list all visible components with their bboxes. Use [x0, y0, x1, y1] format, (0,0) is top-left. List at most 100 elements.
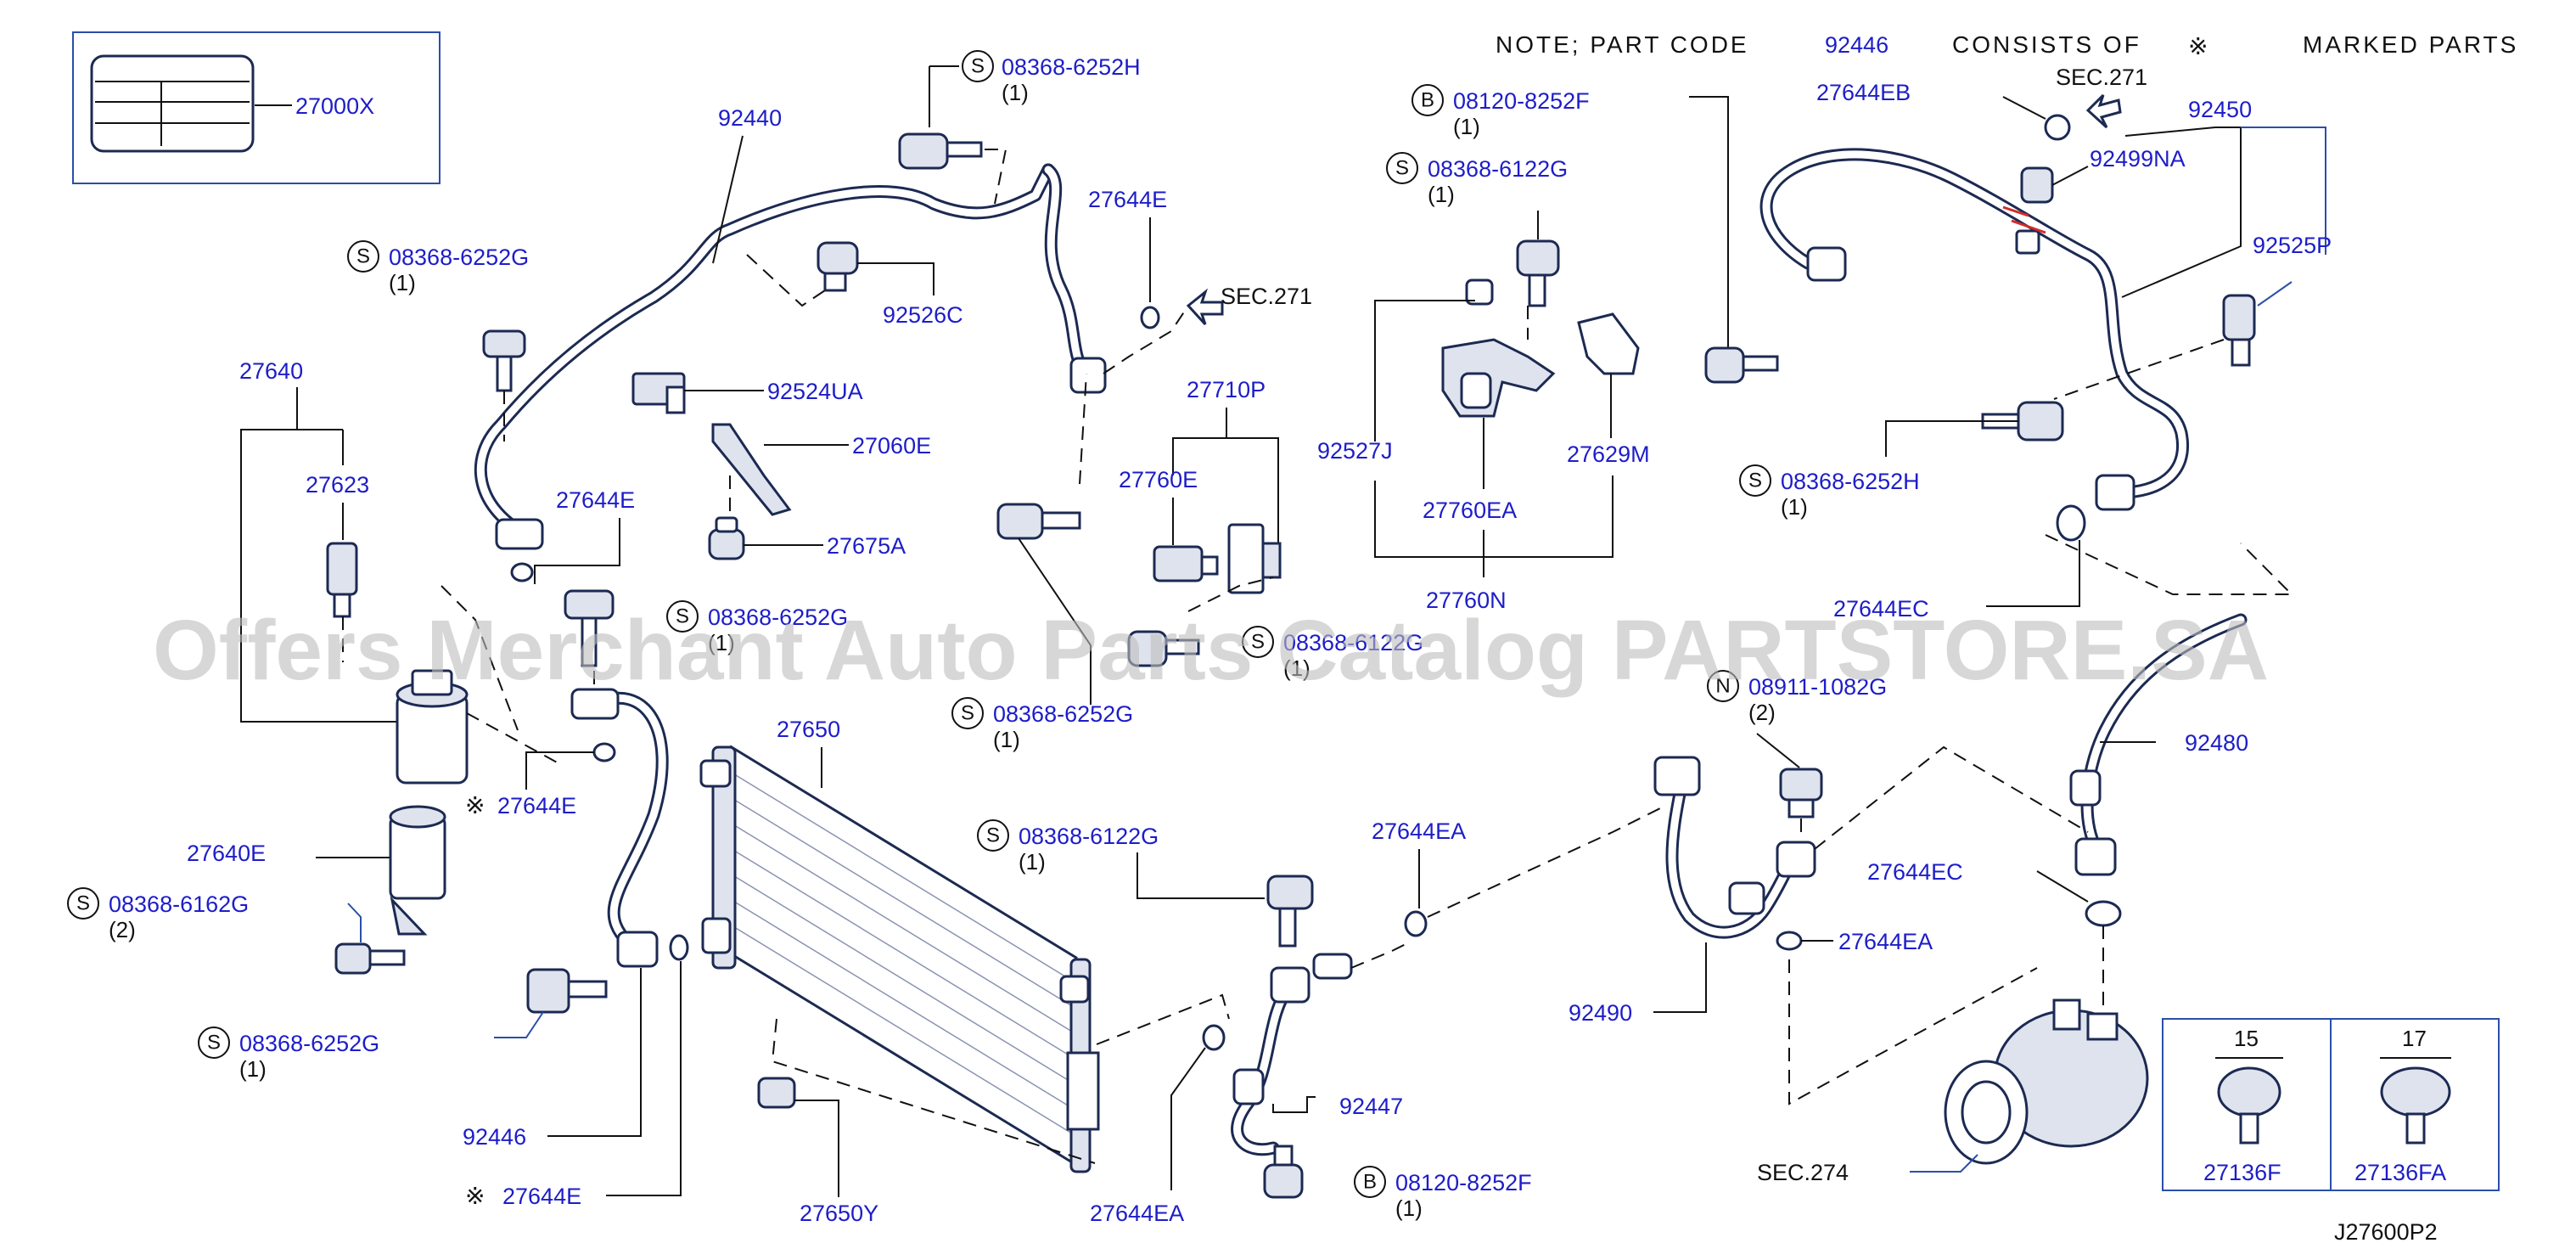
bolt-icon [996, 503, 1081, 540]
sec-274[interactable]: SEC.274 [1757, 1160, 1849, 1185]
part-27136f[interactable]: 27136F [2203, 1160, 2281, 1185]
condenser-27650: 27650 27650Y [699, 717, 1100, 1226]
nut-icon [1779, 768, 1823, 818]
dim-17: 17 [2402, 1026, 2427, 1051]
part-27760e[interactable]: 27760E [1119, 467, 1198, 492]
bracket-clip-icon [631, 372, 686, 414]
ref-circle-s-icon [1242, 626, 1274, 658]
part-27760ea[interactable]: 27760EA [1423, 498, 1517, 523]
bracket-icon [1227, 523, 1282, 594]
part-08368-6252g-d[interactable]: 08368-6252G [993, 701, 1133, 727]
part-27644ea-b[interactable]: 27644EA [1090, 1201, 1184, 1226]
part-92447[interactable]: 92447 [1339, 1094, 1403, 1119]
part-27650y[interactable]: 27650Y [800, 1201, 878, 1226]
part-27644eb[interactable]: 27644EB [1816, 80, 1911, 105]
part-27644ea-c[interactable]: 27644EA [1838, 929, 1933, 954]
qty: (1) [1428, 182, 1455, 207]
o-ring-icon [2056, 504, 2086, 542]
part-08368-6122g-b[interactable]: 08368-6122G [1019, 824, 1159, 849]
part-27644e-b[interactable]: 27644E [556, 487, 635, 513]
part-08368-6162g[interactable]: 08368-6162G [109, 892, 249, 917]
part-27629m[interactable]: 27629M [1567, 442, 1650, 467]
ref-prefix: B [1421, 89, 1434, 112]
part-27710p[interactable]: 27710P [1187, 377, 1266, 402]
hose-fitting-icon [2095, 474, 2135, 511]
part-27644e-mark2[interactable]: 27644E [502, 1184, 581, 1209]
ref-circle-b-icon [1411, 84, 1444, 116]
part-08368-6252h[interactable]: 08368-6252H [1002, 54, 1141, 80]
note-header: NOTE; PART CODE 92446 CONSISTS OF ※ MARK… [1496, 31, 2516, 60]
part-27136fa[interactable]: 27136FA [2354, 1160, 2446, 1185]
callout-92499na: 92499NA [2002, 146, 2186, 234]
part-92446[interactable]: 92446 [463, 1124, 526, 1150]
part-08368-6252h-b[interactable]: 08368-6252H [1781, 469, 1920, 494]
part-08368-6252g-b[interactable]: 08368-6252G [708, 605, 848, 630]
qty: (1) [708, 630, 735, 655]
connector-icon [1577, 312, 1640, 375]
compressor-sec274: SEC.274 [1757, 959, 2149, 1185]
part-92450[interactable]: 92450 [2188, 97, 2252, 122]
bolt-icon [334, 942, 406, 975]
qty: (1) [389, 270, 416, 295]
part-92480[interactable]: 92480 [2185, 730, 2248, 756]
part-92526c[interactable]: 92526C [883, 302, 963, 328]
part-08368-6122g-a[interactable]: 08368-6122G [1283, 630, 1423, 655]
part-27640e[interactable]: 27640E [187, 841, 266, 866]
dim-15: 15 [2234, 1026, 2259, 1051]
ref-circle-s-icon [1739, 464, 1771, 497]
part-92524ua[interactable]: 92524UA [767, 379, 863, 404]
o-ring-icon [1404, 910, 1428, 937]
callout-27644eb: 27644EB SEC.271 [1689, 65, 2147, 384]
part-27000x[interactable]: 27000X [295, 93, 374, 119]
part-27644e-a[interactable]: 27644E [1088, 187, 1167, 212]
warning-label-icon [90, 54, 255, 153]
part-08120-8252f-b[interactable]: 08120-8252F [1395, 1170, 1532, 1195]
part-92490[interactable]: 92490 [1569, 1000, 1632, 1026]
sec-271-a[interactable]: SEC.271 [1221, 284, 1312, 309]
callout-27644ea-c: 27644EA [1776, 929, 1933, 954]
part-27644ea-a[interactable]: 27644EA [1372, 818, 1466, 844]
part-27644ec-b[interactable]: 27644EC [1867, 859, 1963, 885]
part-92527j[interactable]: 92527J [1317, 438, 1393, 464]
part-27675a[interactable]: 27675A [827, 533, 906, 559]
hose-92490: 92490 [1569, 745, 2089, 1026]
bracket-icon [711, 423, 792, 516]
part-27623[interactable]: 27623 [306, 472, 369, 498]
callout-27644e-a: 27644E SEC.271 [1088, 187, 1312, 374]
bolt-icon [1516, 239, 1560, 307]
clip-icon [1465, 278, 1494, 306]
qty: (1) [1453, 114, 1480, 139]
sec-271-b[interactable]: SEC.271 [2056, 65, 2147, 90]
bolt-icon [898, 132, 983, 170]
part-27640[interactable]: 27640 [239, 358, 303, 384]
callout-27640e: 27640E [187, 805, 446, 936]
pressure-switch-icon [326, 542, 358, 618]
callout-27644ea-b: 27644EA [1090, 1024, 1226, 1226]
part-27060e[interactable]: 27060E [852, 433, 931, 458]
part-92499na[interactable]: 92499NA [2090, 146, 2186, 172]
o-ring-icon [1202, 1024, 1226, 1051]
callout-s6: S 08368-6122G (1) [1127, 577, 1423, 681]
part-92440[interactable]: 92440 [718, 105, 782, 131]
part-27650[interactable]: 27650 [777, 717, 840, 742]
part-08120-8252f-a[interactable]: 08120-8252F [1453, 88, 1590, 114]
bracket-icon [1441, 338, 1556, 418]
callout-b1: B 08120-8252F (1) [1411, 84, 1590, 139]
part-27644e-mark1[interactable]: 27644E [497, 793, 576, 818]
hose-fitting-icon [1069, 357, 1107, 394]
part-27760n[interactable]: 27760N [1426, 588, 1507, 613]
ref-prefix: S [356, 245, 370, 268]
hose-fitting-icon [2069, 769, 2102, 807]
part-92525p[interactable]: 92525P [2253, 233, 2332, 258]
hose-fitting-icon [1653, 756, 1701, 796]
part-08368-6252g[interactable]: 08368-6252G [389, 245, 529, 270]
part-08911-1082g[interactable]: 08911-1082G [1748, 674, 1887, 700]
part-27644ec-a[interactable]: 27644EC [1833, 596, 1929, 622]
part-08368-6122g-c[interactable]: 08368-6122G [1428, 156, 1568, 182]
callout-s2: S 08368-6252G (1) [347, 240, 529, 442]
qty: (1) [1781, 494, 1808, 520]
part-08368-6252g-c[interactable]: 08368-6252G [239, 1031, 379, 1056]
ref-circle-s-icon [666, 600, 699, 633]
bracket-group-27760n: 92527J 27760EA 27629M 27760N [1317, 278, 1650, 613]
qty: (1) [1395, 1195, 1423, 1221]
